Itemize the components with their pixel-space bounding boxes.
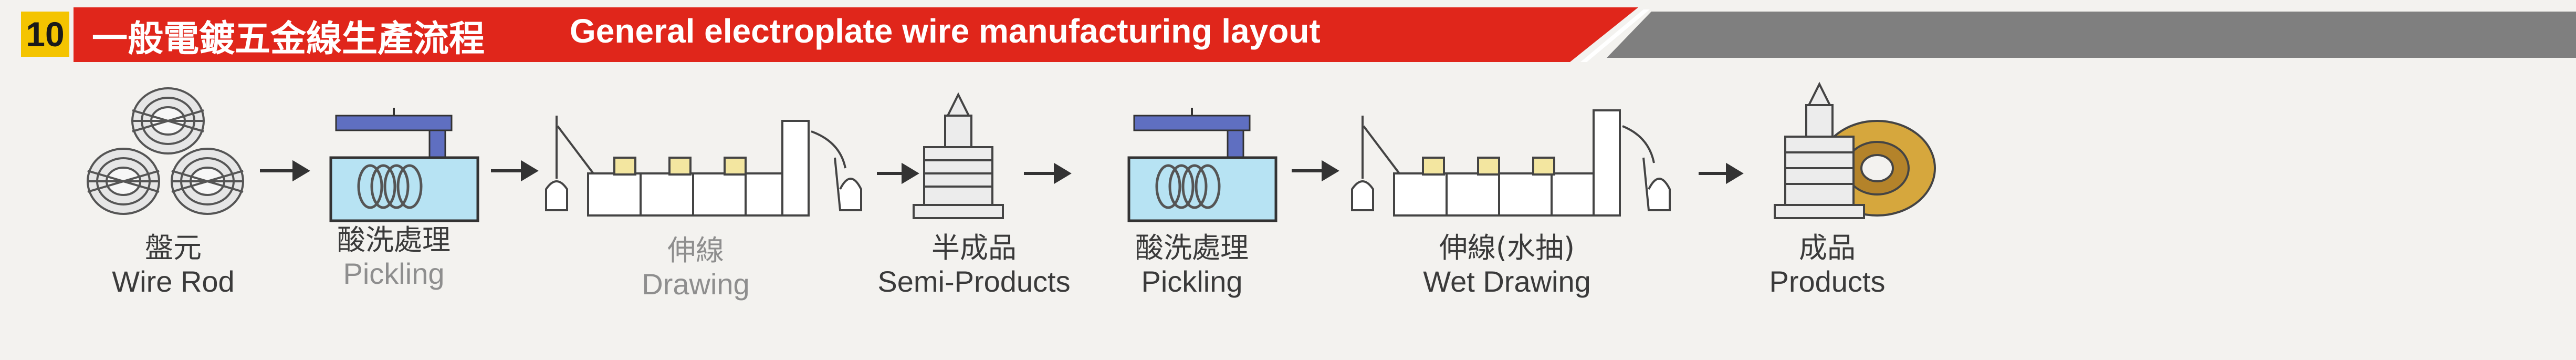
step-label-en: Pickling [1141, 265, 1243, 298]
title-chinese: 一般電鍍五金線生產流程 [92, 18, 485, 60]
semi-product-spool-icon [913, 92, 1004, 219]
step-label-cn: 酸洗處理 [1135, 231, 1249, 264]
arrow-icon [877, 162, 919, 184]
step-label-pickling-2: 酸洗處理 Pickling [1135, 231, 1249, 299]
step-label-semi-products: 半成品 Semi-Products [877, 231, 1070, 299]
step-label-cn: 伸線(水抽) [1439, 231, 1575, 264]
arrow-icon [491, 160, 539, 182]
step-label-cn: 半成品 [931, 231, 1017, 264]
step-label-products: 成品 Products [1769, 231, 1886, 299]
step-label-en: Products [1769, 265, 1886, 298]
step-label-cn: 成品 [1799, 231, 1856, 264]
step-label-en: Wet Drawing [1423, 265, 1591, 298]
drawing-machine-icon [545, 116, 862, 217]
pickling-tank-icon [1127, 108, 1277, 222]
step-label-wet-drawing: 伸線(水抽) Wet Drawing [1423, 231, 1591, 299]
step-label-en: Wire Rod [112, 265, 235, 298]
step-label-wire-rod: 盤元 Wire Rod [112, 231, 234, 299]
header-banner: 10 一般電鍍五金線生產流程 General electroplate wire… [0, 0, 2576, 63]
banner-background [74, 7, 2576, 62]
step-label-en: Drawing [642, 268, 750, 301]
step-label-cn: 酸洗處理 [337, 223, 451, 256]
step-label-en: Pickling [343, 257, 445, 290]
step-label-en: Semi-Products [877, 265, 1071, 298]
wire-rod-icon [87, 87, 244, 215]
step-label-cn: 伸線 [667, 234, 724, 267]
arrow-icon [260, 160, 310, 182]
section-number: 10 [21, 12, 69, 57]
step-label-pickling-1: 酸洗處理 Pickling [337, 223, 451, 291]
wet-drawing-machine-icon [1351, 109, 1671, 217]
title-english: General electroplate wire manufacturing … [570, 12, 1321, 50]
arrow-icon [1024, 162, 1072, 184]
step-label-drawing: 伸線 Drawing [642, 234, 749, 301]
step-label-cn: 盤元 [144, 231, 202, 264]
arrow-icon [1292, 160, 1339, 182]
products-icon [1774, 81, 1936, 219]
arrow-icon [1699, 162, 1744, 184]
pickling-tank-icon [329, 108, 479, 222]
